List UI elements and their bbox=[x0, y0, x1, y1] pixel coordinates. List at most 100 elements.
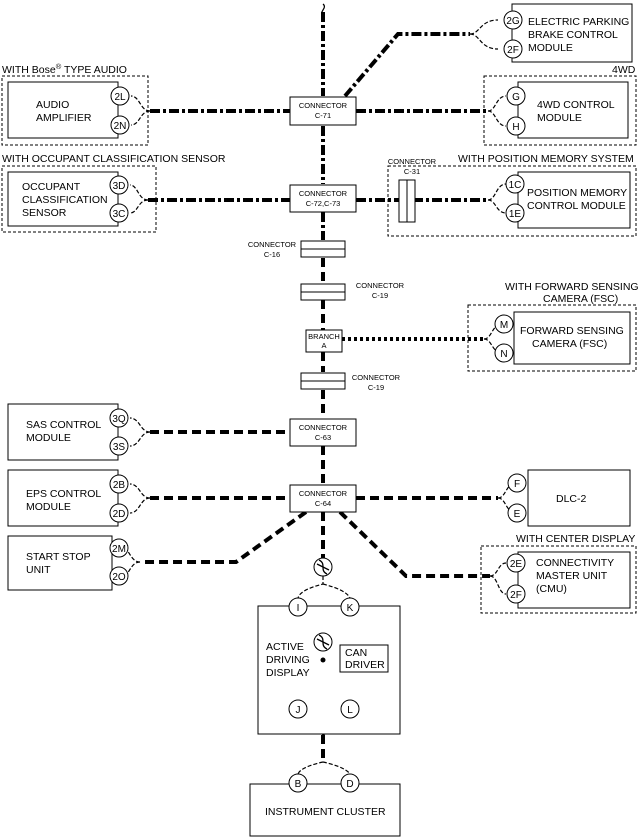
pin-sas-2: 3S bbox=[109, 436, 129, 456]
svg-text:EPS CONTROL: EPS CONTROL bbox=[26, 488, 101, 500]
pin-4wd-2: H bbox=[506, 116, 526, 136]
pin-startstop-1: 2M bbox=[109, 538, 129, 558]
svg-text:C-19: C-19 bbox=[372, 291, 388, 300]
svg-text:C-16: C-16 bbox=[264, 250, 280, 259]
svg-text:CONNECTOR: CONNECTOR bbox=[299, 101, 348, 110]
trunk-break-mark bbox=[320, 3, 326, 17]
svg-text:L: L bbox=[347, 705, 353, 716]
svg-text:CLASSIFICATION: CLASSIFICATION bbox=[22, 194, 108, 206]
svg-text:C-71: C-71 bbox=[315, 111, 331, 120]
pin-cmu-2: 2F bbox=[506, 584, 526, 604]
svg-text:3D: 3D bbox=[113, 181, 126, 192]
svg-text:2M: 2M bbox=[112, 544, 126, 555]
pin-epb-1: 2G bbox=[503, 10, 523, 30]
module-active-driving-display: ACTIVE DRIVING DISPLAY CAN DRIVER bbox=[257, 605, 401, 735]
svg-text:2N: 2N bbox=[114, 121, 127, 132]
pin-ocs-1: 3D bbox=[109, 175, 129, 195]
pin-dlc-2: E bbox=[507, 503, 527, 523]
svg-text:1C: 1C bbox=[509, 180, 522, 191]
svg-text:DLC-2: DLC-2 bbox=[556, 493, 587, 505]
pin-posmem-1: 1C bbox=[505, 174, 525, 194]
audio-option-frame bbox=[1, 75, 149, 146]
connector-c63: CONNECTOR C-63 bbox=[289, 418, 357, 447]
svg-text:CONNECTOR: CONNECTOR bbox=[248, 240, 297, 249]
fsc-option-frame bbox=[467, 304, 637, 372]
svg-text:F: F bbox=[514, 479, 520, 490]
svg-text:MODULE: MODULE bbox=[26, 501, 71, 513]
pin-cluster-1: B bbox=[288, 773, 308, 793]
fourwd-option-frame bbox=[483, 75, 637, 146]
svg-text:UNIT: UNIT bbox=[26, 564, 51, 576]
fsc-header-1: WITH FORWARD SENSING bbox=[505, 281, 639, 293]
svg-text:2F: 2F bbox=[507, 45, 519, 56]
svg-text:1E: 1E bbox=[509, 209, 522, 220]
pin-dlc-1: F bbox=[507, 473, 527, 493]
connector-c19-upper: CONNECTOR C-19 bbox=[300, 281, 405, 301]
svg-text:CONNECTOR: CONNECTOR bbox=[356, 281, 405, 290]
svg-text:D: D bbox=[346, 779, 353, 790]
pin-startstop-2: 2O bbox=[109, 566, 129, 586]
posmem-option-frame bbox=[387, 165, 637, 237]
module-electric-parking-brake: ELECTRIC PARKING BRAKE CONTROL MODULE bbox=[511, 3, 633, 63]
svg-text:SENSOR: SENSOR bbox=[22, 207, 67, 219]
svg-text:BRAKE CONTROL: BRAKE CONTROL bbox=[528, 29, 618, 41]
connector-c71: CONNECTOR C-71 bbox=[289, 96, 357, 126]
pin-cluster-2: D bbox=[340, 773, 360, 793]
svg-text:DISPLAY: DISPLAY bbox=[266, 667, 310, 679]
pin-circles: 2G 2F 2L 2N G H 3D 3C 1C 1E M N 3Q 3S 2B… bbox=[109, 10, 527, 793]
connector-c19-lower: CONNECTOR C-19 bbox=[300, 372, 401, 392]
module-sas-control: SAS CONTROL MODULE bbox=[7, 403, 119, 461]
pin-add-top-2: K bbox=[340, 597, 360, 617]
svg-text:MODULE: MODULE bbox=[26, 432, 71, 444]
connector-c72-c73: CONNECTOR C-72,C-73 bbox=[289, 184, 357, 213]
svg-text:CONNECTIVITY: CONNECTIVITY bbox=[536, 557, 614, 569]
module-dlc-2: DLC-2 bbox=[527, 469, 631, 527]
svg-text:CONNECTOR: CONNECTOR bbox=[352, 373, 401, 382]
svg-text:CONNECTOR: CONNECTOR bbox=[299, 189, 348, 198]
svg-text:C-72,C-73: C-72,C-73 bbox=[306, 199, 341, 208]
svg-text:FORWARD SENSING: FORWARD SENSING bbox=[520, 325, 624, 337]
svg-text:DRIVER: DRIVER bbox=[345, 659, 385, 671]
svg-text:POSITION MEMORY: POSITION MEMORY bbox=[527, 187, 627, 199]
audio-header: WITH Bose® TYPE AUDIO bbox=[2, 62, 127, 76]
module-start-stop-unit: START STOP UNIT bbox=[7, 535, 113, 591]
junction-dot bbox=[320, 657, 326, 663]
svg-text:2L: 2L bbox=[114, 92, 126, 103]
svg-text:CAN: CAN bbox=[345, 647, 367, 659]
connector-c16: CONNECTOR C-16 bbox=[248, 240, 346, 259]
pin-fsc-2: N bbox=[494, 343, 514, 363]
module-eps-control: EPS CONTROL MODULE bbox=[7, 469, 119, 527]
svg-text:2F: 2F bbox=[510, 590, 522, 601]
module-position-memory: POSITION MEMORY CONTROL MODULE bbox=[517, 171, 631, 229]
svg-text:C-64: C-64 bbox=[315, 499, 331, 508]
svg-text:3Q: 3Q bbox=[112, 414, 126, 425]
pin-eps-1: 2B bbox=[109, 474, 129, 494]
svg-text:K: K bbox=[347, 603, 354, 614]
twisted-pair-icon-internal bbox=[313, 632, 333, 652]
posmem-header: WITH POSITION MEMORY SYSTEM bbox=[458, 153, 634, 165]
fourwd-header: 4WD bbox=[612, 64, 636, 76]
svg-text:ACTIVE: ACTIVE bbox=[266, 641, 304, 653]
wire-epb bbox=[343, 32, 470, 98]
svg-text:2B: 2B bbox=[113, 480, 126, 491]
wire-cmu bbox=[338, 510, 490, 578]
svg-text:H: H bbox=[512, 122, 519, 133]
ocs-option-frame bbox=[1, 165, 157, 233]
svg-text:2E: 2E bbox=[510, 559, 523, 570]
svg-text:CONNECTOR: CONNECTOR bbox=[299, 423, 348, 432]
module-audio-amplifier: AUDIO AMPLIFIER bbox=[7, 81, 119, 139]
svg-text:2D: 2D bbox=[113, 509, 126, 520]
svg-text:SAS CONTROL: SAS CONTROL bbox=[26, 419, 101, 431]
pin-add-bottom-1: J bbox=[288, 699, 308, 719]
svg-text:G: G bbox=[512, 92, 520, 103]
pin-add-top-1: I bbox=[288, 597, 308, 617]
svg-text:CONNECTOR: CONNECTOR bbox=[388, 157, 437, 166]
svg-text:MASTER UNIT: MASTER UNIT bbox=[536, 570, 608, 582]
svg-text:2O: 2O bbox=[112, 572, 126, 583]
twisted-pair-icon bbox=[313, 557, 333, 577]
pin-4wd-1: G bbox=[506, 86, 526, 106]
svg-text:C-63: C-63 bbox=[315, 433, 331, 442]
pin-fsc-1: M bbox=[494, 314, 514, 334]
svg-text:BRANCH: BRANCH bbox=[308, 332, 340, 341]
